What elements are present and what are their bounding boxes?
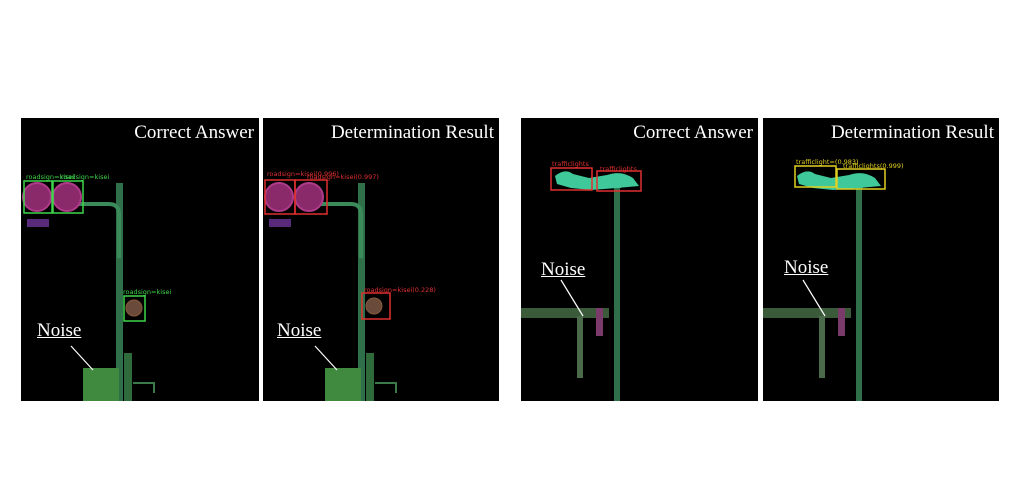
structure-post xyxy=(819,316,825,378)
panel-roadsign-determination-result: roadsign=kisei(0.996) roadsign=kisei(0.9… xyxy=(263,118,499,401)
sign-plate xyxy=(269,219,291,227)
detection-label: trafficlight=(0.983) xyxy=(796,158,859,166)
pole-base xyxy=(366,353,374,401)
roadsign-pole-scene xyxy=(22,180,155,401)
sign-disc xyxy=(294,182,324,212)
panel-trafficlight-correct-answer: trafficlights trafficlights Correct Answ… xyxy=(521,118,758,401)
panel-title: Determination Result xyxy=(330,122,494,143)
gt-box xyxy=(596,170,642,192)
railing xyxy=(375,382,397,393)
structure xyxy=(521,308,609,318)
pole xyxy=(614,184,620,401)
noise-label: Noise xyxy=(784,257,829,278)
noise-pointer xyxy=(314,345,338,371)
detection-label: roadsign=kisei(0.997) xyxy=(307,173,379,181)
pole xyxy=(358,183,365,401)
detection-label: roadsign=kisei(0.996) xyxy=(267,170,339,178)
roadsign-pole-scene xyxy=(264,179,397,401)
structure-post xyxy=(577,316,583,378)
pole-arm xyxy=(79,202,121,258)
sign-disc xyxy=(365,297,383,315)
structure-part xyxy=(596,308,603,336)
detection-label: roadsign=kisei xyxy=(123,288,172,296)
ground-object xyxy=(83,368,119,401)
pole xyxy=(116,183,123,401)
panel-title: Determination Result xyxy=(830,122,994,143)
sign-disc xyxy=(125,299,143,317)
prediction-box xyxy=(361,292,391,320)
railing xyxy=(133,382,155,393)
noise-label: Noise xyxy=(37,320,82,341)
gt-box xyxy=(52,180,84,214)
noise-label: Noise xyxy=(277,320,322,341)
noise-pointer xyxy=(560,279,584,317)
panel-title: Correct Answer xyxy=(134,122,254,143)
ground-object xyxy=(325,368,361,401)
gt-box xyxy=(550,167,593,191)
sign-disc xyxy=(264,182,294,212)
structure-part xyxy=(838,308,845,336)
noise-pointer xyxy=(802,279,826,317)
detection-label: roadsign=kisei xyxy=(61,173,110,181)
trafficlight-pole-scene xyxy=(763,165,886,401)
detection-label: trafficlights(0.999) xyxy=(843,162,904,170)
sign-disc xyxy=(52,182,82,212)
gt-box xyxy=(23,180,53,214)
prediction-box xyxy=(836,168,886,190)
detection-label: roadsign=kisei xyxy=(26,173,75,181)
sign-plate xyxy=(27,219,49,227)
panel-title: Correct Answer xyxy=(633,122,753,143)
pole xyxy=(856,184,862,401)
noise-label: Noise xyxy=(541,259,586,280)
detection-label: trafficlights xyxy=(552,160,589,168)
sign-disc xyxy=(22,182,52,212)
traffic-light-body xyxy=(797,171,881,190)
structure xyxy=(763,308,851,318)
noise-pointer xyxy=(70,345,94,371)
panel-trafficlight-determination-result: trafficlight=(0.983) trafficlights(0.999… xyxy=(763,118,999,401)
panel-roadsign-correct-answer: roadsign=kisei roadsign=kisei roadsign=k… xyxy=(21,118,259,401)
pole-arm xyxy=(321,202,363,258)
pole-base xyxy=(124,353,132,401)
prediction-box xyxy=(294,179,328,215)
detection-label: roadsign=kisei(0.228) xyxy=(364,286,436,294)
prediction-box xyxy=(794,165,837,188)
gt-box xyxy=(123,295,146,322)
detection-label: trafficlights xyxy=(600,165,637,173)
trafficlight-pole-scene xyxy=(521,167,642,401)
